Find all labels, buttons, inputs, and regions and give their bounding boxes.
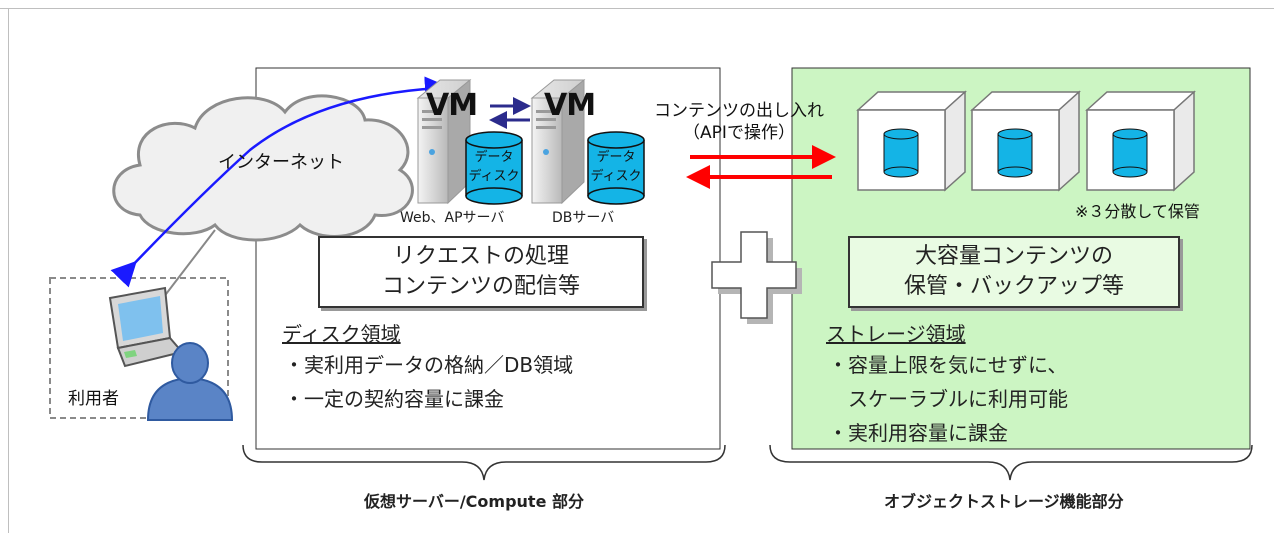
api-label: コンテンツの出し入れ （APIで操作） bbox=[654, 100, 824, 144]
laptop-icon bbox=[108, 286, 184, 368]
plus-icon bbox=[711, 231, 802, 324]
frame-top-line bbox=[0, 8, 1274, 9]
disk-right-label: データ ディスク bbox=[588, 148, 644, 186]
compute-caption: 仮想サーバー/Compute 部分 bbox=[364, 492, 585, 511]
request-arrow bbox=[110, 76, 450, 288]
compute-role-line-1: リクエストの処理 bbox=[392, 244, 569, 269]
server-web-label: Web、APサーバ bbox=[400, 210, 505, 226]
disk-right-line-1: データ bbox=[596, 150, 636, 165]
api-label-line-1: コンテンツの出し入れ bbox=[654, 101, 824, 121]
disk-left-line-1: データ bbox=[474, 150, 514, 165]
compute-bullet-1: ・実利用データの格納／DB領域 bbox=[284, 353, 574, 377]
user-label: 利用者 bbox=[68, 389, 119, 409]
disk-left-label: データ ディスク bbox=[466, 148, 522, 186]
storage-role-box: 大容量コンテンツの 保管・バックアップ等 bbox=[848, 236, 1180, 308]
storage-bullet-1: ・容量上限を気にせずに、 bbox=[828, 353, 1068, 377]
storage-role-line-1: 大容量コンテンツの bbox=[914, 244, 1113, 269]
disk-right-line-2: ディスク bbox=[590, 169, 642, 184]
storage-bullet-3: ・実利用容量に課金 bbox=[828, 421, 1008, 445]
storage-brace bbox=[769, 444, 1253, 481]
api-label-line-2: （APIで操作） bbox=[683, 123, 795, 143]
data-disk-left-icon bbox=[465, 131, 523, 205]
storage-role-line-2: 保管・バックアップ等 bbox=[903, 274, 1124, 299]
storage-cube-2-icon bbox=[970, 90, 1081, 192]
storage-bullet-2: スケーラブルに利用可能 bbox=[828, 387, 1068, 411]
vm-right-label: VM bbox=[544, 88, 596, 123]
disk-left-line-2: ディスク bbox=[468, 169, 520, 184]
db-server-icon bbox=[530, 78, 586, 205]
storage-caption: オブジェクトストレージ機能部分 bbox=[884, 492, 1124, 511]
user-avatar-icon bbox=[146, 342, 234, 421]
server-db-label: DBサーバ bbox=[552, 210, 615, 226]
frame-left-line bbox=[8, 8, 9, 533]
vm-left-label: VM bbox=[426, 88, 478, 123]
storage-cube-3-icon bbox=[1085, 90, 1196, 192]
compute-role-line-2: コンテンツの配信等 bbox=[381, 274, 580, 299]
internet-label: インターネット bbox=[218, 152, 344, 173]
data-disk-right-icon bbox=[587, 131, 645, 205]
compute-brace bbox=[242, 444, 726, 481]
compute-role-box: リクエストの処理 コンテンツの配信等 bbox=[318, 236, 644, 308]
storage-cube-1-icon bbox=[856, 90, 967, 192]
web-ap-server-icon bbox=[416, 78, 472, 205]
dispersion-note: ※３分散して保管 bbox=[1075, 202, 1200, 221]
compute-section-title: ディスク領域 bbox=[282, 322, 401, 346]
user-box bbox=[49, 277, 229, 419]
storage-section-title: ストレージ領域 bbox=[826, 322, 966, 346]
compute-bullet-2: ・一定の契約容量に課金 bbox=[284, 387, 504, 411]
